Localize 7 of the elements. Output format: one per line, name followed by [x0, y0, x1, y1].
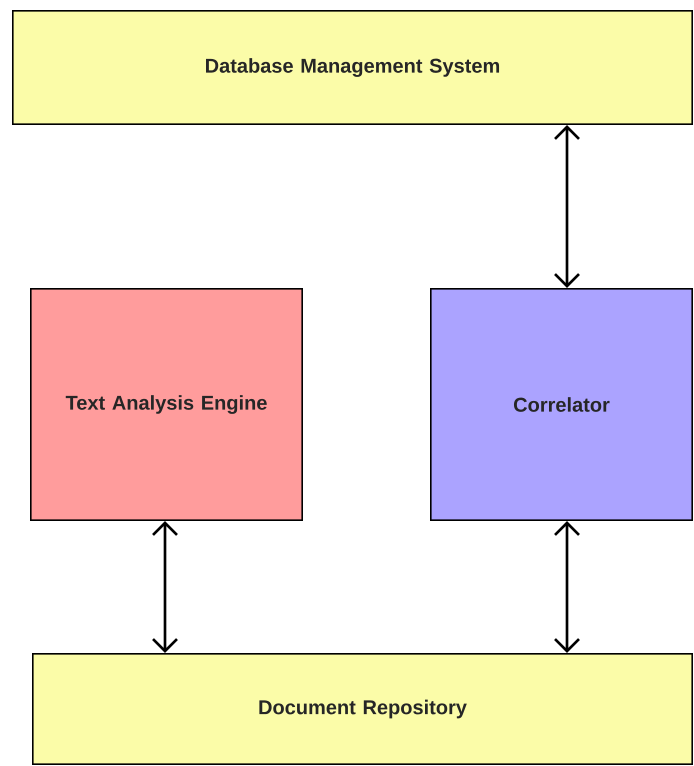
arrow: [152, 521, 178, 653]
process-box: Text Analysis Engine: [30, 288, 303, 521]
process-box: Database Management System: [12, 10, 693, 125]
arrow: [554, 521, 580, 653]
process-box: Correlator: [430, 288, 693, 521]
process-box: Document Repository: [32, 653, 693, 765]
arrow: [554, 125, 580, 288]
